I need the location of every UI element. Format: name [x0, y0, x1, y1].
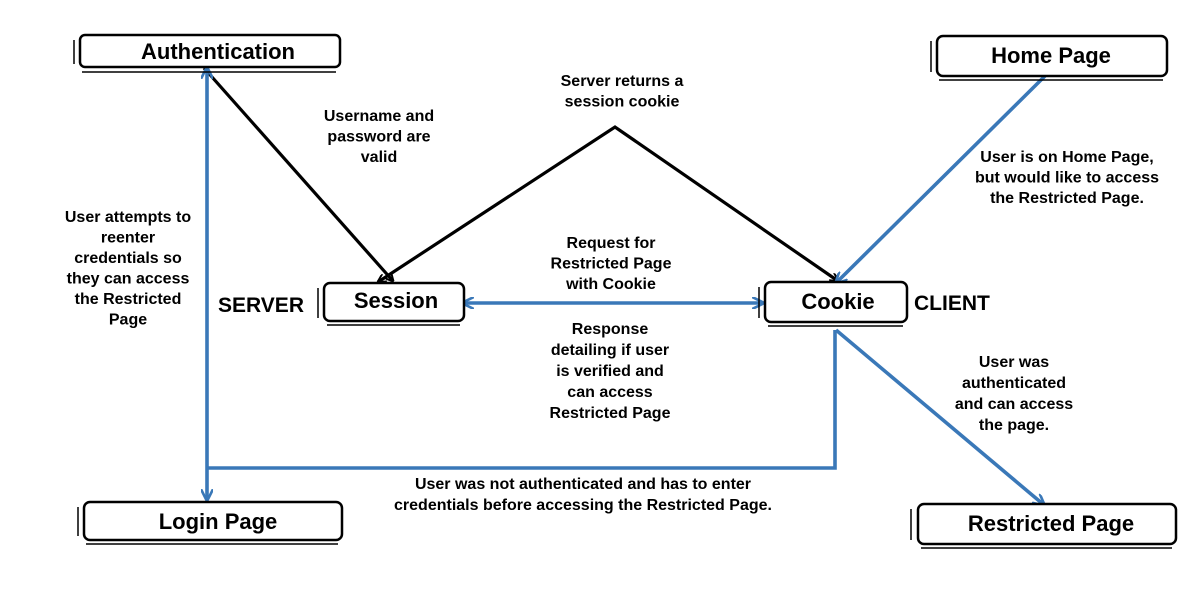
restricted-page-label: Restricted Page: [968, 511, 1134, 536]
arrow-authentication-to-session: [202, 66, 393, 281]
arrow-cookie-to-restricted: [834, 328, 1044, 505]
annotation-reenter-credentials: User attempts to reenter credentials so the…: [65, 209, 191, 329]
black-connectors: [202, 66, 838, 282]
annotation-line: credentials before accessing the Restric…: [394, 497, 772, 514]
annotation-line: session cookie: [565, 94, 680, 111]
annotation-line: detailing if user: [551, 342, 669, 359]
annotation-line: the Restricted Page.: [990, 190, 1144, 207]
arrow-session-cookie-return: [378, 125, 838, 282]
annotation-response-verification: Response detailing if user is verified and…: [550, 321, 671, 422]
annotation-line: User was: [979, 354, 1049, 371]
annotation-line: reenter: [101, 230, 155, 247]
annotation-line: Response: [572, 321, 649, 338]
annotation-line: the Restricted: [75, 291, 182, 308]
authentication-label: Authentication: [141, 39, 295, 64]
annotation-line: User is on Home Page,: [980, 149, 1153, 166]
annotation-home-to-restricted: User is on Home Page, but would like to a…: [975, 149, 1159, 207]
arrow-cookie-to-login-page: [207, 330, 837, 470]
annotation-line: Request for: [567, 235, 656, 252]
annotation-line: User attempts to: [65, 209, 191, 226]
annotation-line: Restricted Page: [551, 256, 672, 273]
cookie-label: Cookie: [801, 289, 874, 314]
annotation-credentials-valid: Username and password are valid: [324, 108, 434, 166]
annotation-line: password are: [327, 129, 430, 146]
annotation-line: Page: [109, 312, 147, 329]
client-side-label: CLIENT: [914, 292, 990, 315]
annotation-line: valid: [361, 149, 397, 166]
node-cookie[interactable]: Cookie: [758, 280, 909, 327]
annotation-line: is verified and: [556, 363, 664, 380]
annotation-line: User was not authenticated and has to en…: [415, 476, 751, 493]
annotation-line: authenticated: [962, 375, 1066, 392]
node-home-page[interactable]: Home Page: [930, 34, 1169, 81]
annotation-user-not-authenticated: User was not authenticated and has to en…: [394, 476, 772, 514]
annotation-line: Server returns a: [561, 73, 684, 90]
node-login-page[interactable]: Login Page: [77, 500, 344, 545]
annotation-line: with Cookie: [565, 276, 656, 293]
annotation-line: but would like to access: [975, 170, 1159, 187]
annotation-session-cookie: Server returns a session cookie: [561, 73, 684, 111]
node-authentication[interactable]: Authentication: [73, 33, 342, 73]
arrow-home-to-cookie: [836, 74, 1047, 283]
annotation-line: credentials so: [74, 250, 182, 267]
annotation-line: and can access: [955, 396, 1073, 413]
session-label: Session: [354, 288, 438, 313]
annotation-line: the page.: [979, 417, 1049, 434]
blue-connectors: [207, 68, 1045, 505]
annotation-line: can access: [567, 384, 653, 401]
login-page-label: Login Page: [159, 509, 278, 534]
node-session[interactable]: Session: [317, 281, 466, 326]
annotation-user-authenticated: User was authenticated and can access the p…: [955, 354, 1073, 434]
annotation-line: Username and: [324, 108, 434, 125]
annotation-line: Restricted Page: [550, 405, 671, 422]
home-page-label: Home Page: [991, 43, 1111, 68]
annotation-line: they can access: [67, 271, 190, 288]
node-restricted-page[interactable]: Restricted Page: [910, 502, 1178, 549]
server-side-label: SERVER: [218, 294, 304, 317]
